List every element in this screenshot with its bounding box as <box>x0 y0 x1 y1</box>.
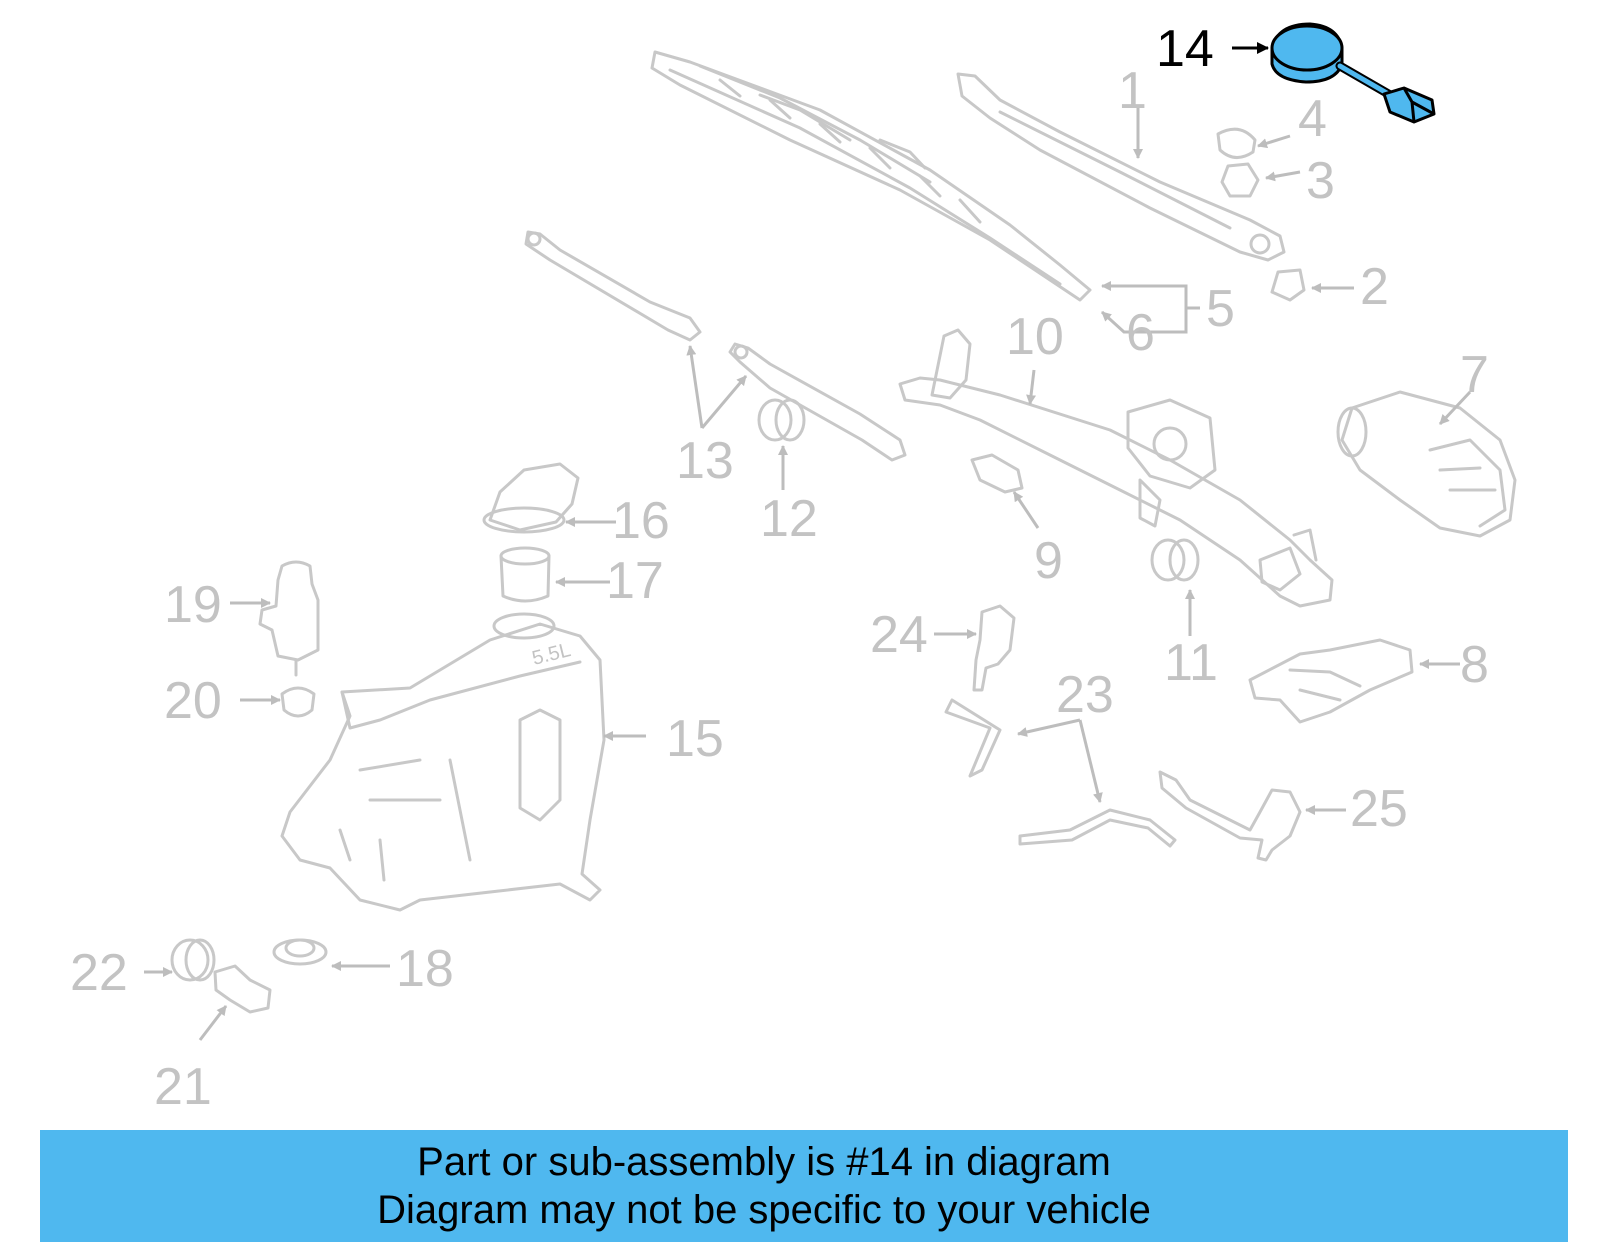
callout-7: 7 <box>1460 346 1489 404</box>
callout-6: 6 <box>1126 304 1155 362</box>
callout-20: 20 <box>164 672 222 730</box>
callout-5: 5 <box>1206 280 1235 338</box>
banner-part-note: Part or sub-assembly is #14 in diagram <box>417 1140 1111 1184</box>
filler-neck-part <box>499 546 551 603</box>
callout-15: 15 <box>666 710 724 768</box>
callout-16: 16 <box>612 492 670 550</box>
callout-11: 11 <box>1164 634 1218 692</box>
callout-8: 8 <box>1460 636 1489 694</box>
clip-part <box>970 453 1024 494</box>
callout-19: 19 <box>164 576 222 634</box>
info-banner: Part or sub-assembly is #14 in diagram D… <box>40 1130 1568 1242</box>
banner-vehicle-disclaimer: Diagram may not be specific to your vehi… <box>377 1188 1151 1232</box>
filler-cap-part <box>482 462 580 534</box>
highlighted-part-14 <box>1270 22 1436 124</box>
bushing-parts <box>757 398 1200 582</box>
linkage-rod-parts <box>524 230 907 462</box>
wiper-arm-part <box>956 72 1286 262</box>
callout-10: 10 <box>1006 308 1064 366</box>
callout-1: 1 <box>1118 62 1147 120</box>
washer-reservoir-part <box>280 612 606 912</box>
callout-18: 18 <box>396 940 454 998</box>
callout-2: 2 <box>1360 258 1389 316</box>
sensor-part <box>1158 770 1302 862</box>
leader-lines <box>144 42 1472 1041</box>
callout-13: 13 <box>676 432 734 490</box>
cap-nut-parts <box>1216 127 1306 302</box>
callout-25: 25 <box>1350 780 1408 838</box>
callout-22: 22 <box>70 944 128 1002</box>
hose-parts <box>944 698 1177 848</box>
callout-12: 12 <box>760 490 818 548</box>
callout-21: 21 <box>154 1058 212 1116</box>
grommet-part <box>280 686 316 718</box>
callout-24: 24 <box>870 606 928 664</box>
small-grommet-parts <box>170 938 328 1014</box>
connector-part <box>972 604 1016 692</box>
callout-4: 4 <box>1298 90 1327 148</box>
washer-pump-part <box>258 560 320 677</box>
callout-9: 9 <box>1034 532 1063 590</box>
callout-14: 14 <box>1156 20 1214 78</box>
callout-17: 17 <box>606 552 664 610</box>
wiper-motor-part <box>1336 390 1517 538</box>
callout-3: 3 <box>1306 152 1335 210</box>
wiper-blade-part <box>650 50 1092 302</box>
callout-labels: 14 1 4 3 2 5 6 10 7 13 12 9 16 17 19 11 … <box>70 20 1489 1116</box>
wiper-frame-part <box>898 328 1334 608</box>
motor-bracket-part <box>1248 638 1414 724</box>
callout-23: 23 <box>1056 666 1114 724</box>
